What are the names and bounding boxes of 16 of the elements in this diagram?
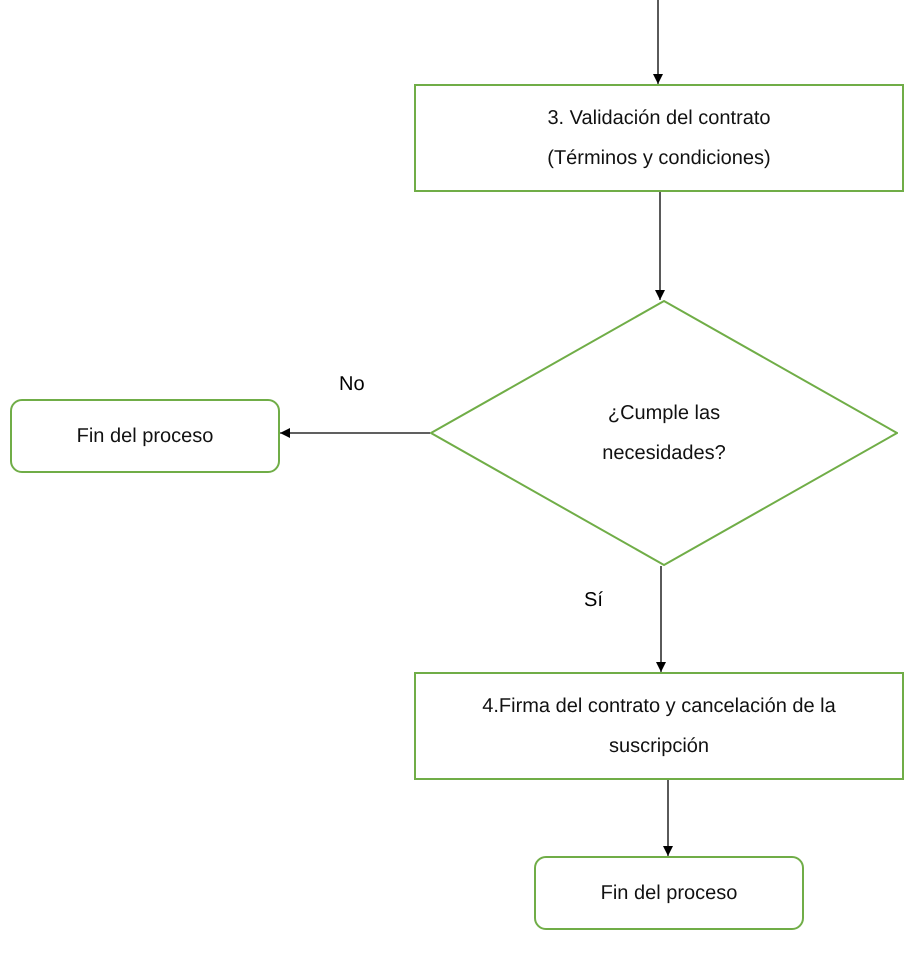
process-box <box>414 84 904 192</box>
node-text: 3. Validación del contrato <box>547 106 771 131</box>
terminal-box <box>10 399 280 473</box>
arrow <box>663 780 673 856</box>
node-text: Fin del proceso <box>76 424 214 449</box>
node-text: 4.Firma del contrato y cancelación de la suscripción <box>481 694 837 759</box>
arrow <box>653 0 663 84</box>
arrow <box>656 566 666 672</box>
node-text: (Términos y condiciones) <box>547 146 771 171</box>
arrow <box>655 192 665 300</box>
node-text: ¿Cumple las necesidades? <box>601 401 727 466</box>
arrow <box>280 428 430 438</box>
node-text: Fin del proceso <box>600 881 738 906</box>
process-box <box>414 672 904 780</box>
terminal-box <box>534 856 804 930</box>
decision-diamond <box>430 300 898 566</box>
